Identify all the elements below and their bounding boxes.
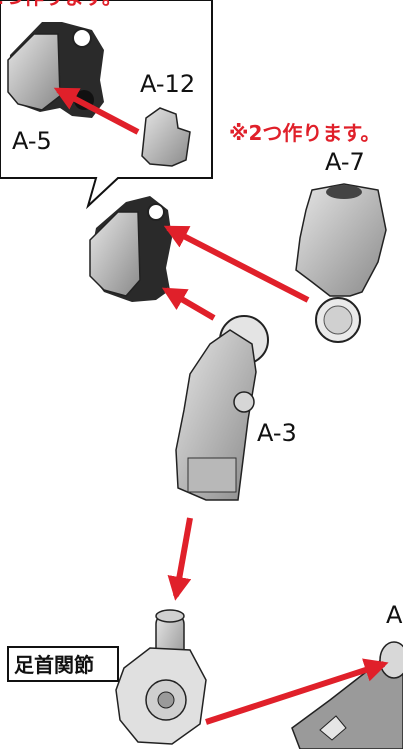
foot-part — [291, 641, 403, 749]
callout-box: 2つ作ります。 A-5 A-12 — [0, 0, 213, 210]
part-a5-callout — [7, 22, 104, 118]
part-a12 — [141, 107, 191, 167]
label-a-partial: A — [386, 601, 403, 629]
ankle-label-box: 足首関節 — [7, 646, 119, 682]
arrow-a7-to-a5 — [163, 225, 310, 303]
arrow-a12-to-a5 — [53, 87, 140, 135]
note-make-two: ※2つ作ります。 — [229, 121, 380, 145]
label-a7: A-7 — [325, 148, 365, 176]
callout-header-text: 2つ作ります。 — [0, 0, 122, 9]
ankle-label: 足首関節 — [14, 653, 94, 677]
arrow-a3-to-a5 — [161, 287, 216, 321]
label-a5: A-5 — [12, 127, 52, 155]
arrow-a3-to-ankle — [167, 517, 193, 601]
part-a5-assembled — [89, 196, 172, 302]
part-a3 — [175, 315, 269, 501]
ankle-joint-part — [115, 609, 207, 745]
part-a7 — [295, 183, 387, 343]
label-a12: A-12 — [140, 70, 195, 98]
label-a3: A-3 — [257, 419, 297, 447]
arrow-ankle-to-foot — [205, 658, 389, 725]
